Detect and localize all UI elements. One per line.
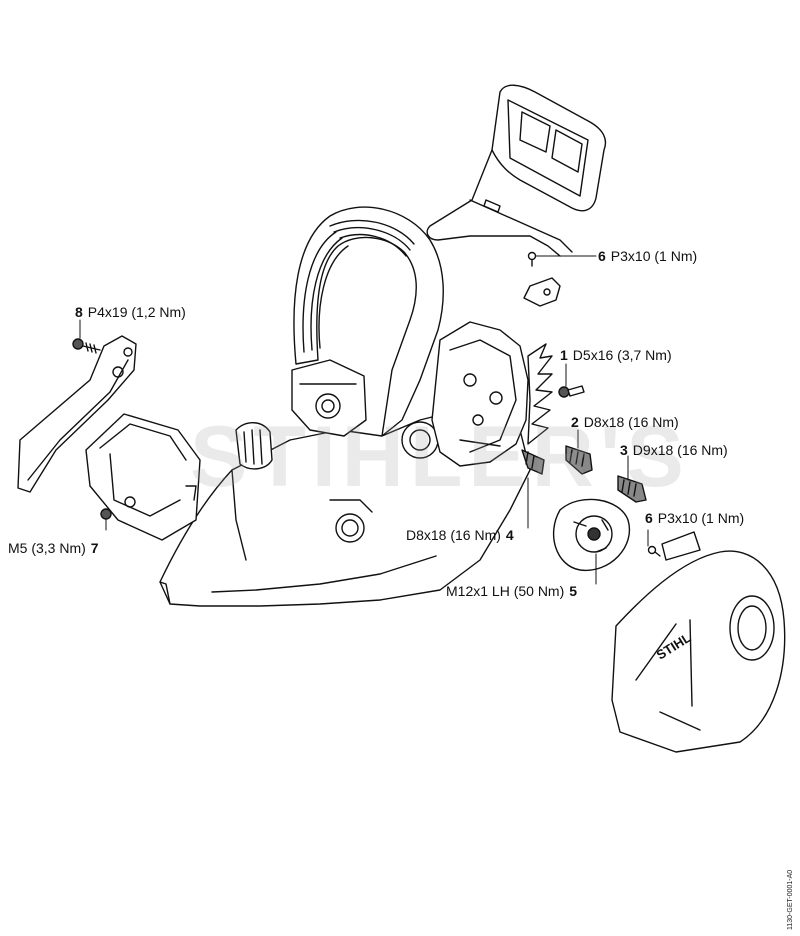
nut-7 (100, 508, 112, 520)
callout-number: 6 (598, 248, 606, 264)
callout-spec: P3x10 (1 Nm) (610, 248, 698, 264)
callout-spec: D5x16 (3,7 Nm) (572, 347, 672, 363)
hand-guard (426, 84, 607, 307)
callout-7: M5 (3,3 Nm)7 (8, 540, 99, 556)
watermark-text: STIHLER'S (190, 409, 690, 505)
document-code: 1130-GET-0001-A0 (787, 869, 794, 930)
callout-number: 5 (569, 583, 578, 599)
callout-number: 6 (645, 510, 653, 526)
callout-5: M12x1 LH (50 Nm)5 (446, 583, 577, 599)
air-filter-housing (85, 413, 201, 541)
rear-handle-cover (17, 335, 137, 493)
screw-6-bottom (647, 545, 661, 557)
callout-number: 1 (560, 347, 568, 363)
top-handle (293, 206, 444, 437)
callout-number: 7 (90, 540, 99, 556)
leader-lines (79, 255, 649, 585)
crankcase (291, 321, 529, 467)
callout-4: D8x18 (16 Nm)4 (406, 527, 514, 543)
callout-spec: D8x18 (16 Nm) (583, 414, 679, 430)
callout-spec: D8x18 (16 Nm) (406, 527, 501, 543)
screw-1 (558, 385, 585, 398)
screw-6-top (527, 251, 537, 267)
screw-8 (72, 338, 101, 354)
callout-spec: P3x10 (1 Nm) (657, 510, 745, 526)
engine-housing (159, 409, 531, 607)
callout-number: 4 (505, 527, 514, 543)
callout-number: 8 (75, 304, 83, 320)
collar-screw-4 (521, 449, 545, 475)
collar-screw-3 (617, 475, 647, 503)
callout-spec: P4x19 (1,2 Nm) (87, 304, 186, 320)
clutch (552, 498, 631, 571)
callout-spec: M5 (3,3 Nm) (8, 540, 86, 556)
callout-number: 3 (620, 442, 628, 458)
bumper-spike (527, 343, 553, 445)
callout-number: 2 (571, 414, 579, 430)
collar-screw-2 (565, 445, 593, 475)
callout-spec: M12x1 LH (50 Nm) (446, 583, 565, 599)
callout-spec: D9x18 (16 Nm) (632, 442, 728, 458)
sprocket-cover (611, 531, 786, 753)
